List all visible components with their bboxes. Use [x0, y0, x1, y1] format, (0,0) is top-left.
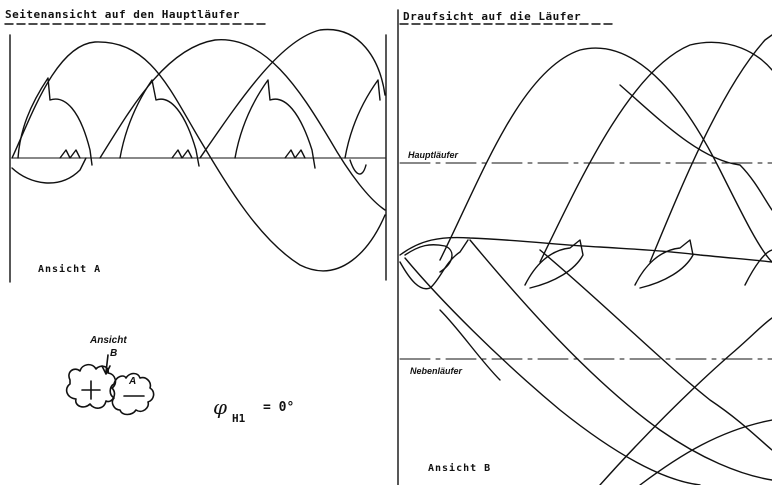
right-lower-lobe-2 [469, 239, 772, 481]
view-b-arrow-head [101, 365, 111, 375]
right-lower-rise-1 [439, 309, 501, 381]
secondary-rotor-outline [109, 372, 155, 416]
left-tooth-1 [17, 77, 93, 166]
inset-view-label: Ansicht [90, 335, 127, 346]
right-lower-rise-2 [599, 317, 772, 486]
left-lobe-1 [11, 41, 386, 272]
right-lower-lobe-3 [539, 249, 772, 451]
right-view-label: Ansicht B [428, 463, 492, 474]
left-view-label: Ansicht A [38, 264, 102, 275]
right-upper-lobe-2 [539, 41, 772, 263]
right-upper-lobe-1 [439, 47, 772, 263]
main-rotor-outline [65, 363, 117, 409]
right-mesh-left-loop [399, 239, 469, 290]
left-lower-lobe [11, 157, 87, 184]
inset-rotor-letter: A [129, 376, 137, 387]
left-tooth-3 [234, 79, 316, 169]
left-tooth-4 [344, 79, 381, 159]
right-hook-3 [744, 249, 772, 286]
right-panel-title: Draufsicht auf die Läufer [403, 10, 582, 23]
right-upper-descend [619, 84, 772, 211]
left-lobe-3 [199, 28, 386, 159]
left-notch-2 [171, 149, 193, 159]
right-hook-2 [634, 239, 694, 289]
left-notch-1 [59, 149, 81, 159]
left-panel-title: Seitenansicht auf den Hauptläufer [5, 8, 241, 21]
rotor-sketch [65, 354, 155, 416]
left-notch-4 [349, 159, 367, 175]
right-mesh-band [399, 236, 772, 263]
left-notch-3 [284, 149, 306, 159]
secondary-rotor-label: Nebenläufer [410, 366, 463, 376]
angle-value: = 0° [263, 400, 295, 415]
main-rotor-label: Hauptläufer [408, 150, 459, 160]
view-b-arrow-shaft [105, 354, 109, 373]
angle-symbol: φ [213, 395, 228, 419]
right-upper-lobe-3 [649, 34, 772, 263]
left-tooth-2 [119, 79, 200, 167]
left-lobe-2 [99, 39, 386, 211]
right-hook-1 [524, 239, 584, 289]
angle-subscript: H1 [232, 412, 246, 425]
right-lower-rise-3 [639, 419, 772, 486]
right-mesh-left-arc [404, 244, 453, 273]
inset-view-letter: B [110, 348, 118, 359]
